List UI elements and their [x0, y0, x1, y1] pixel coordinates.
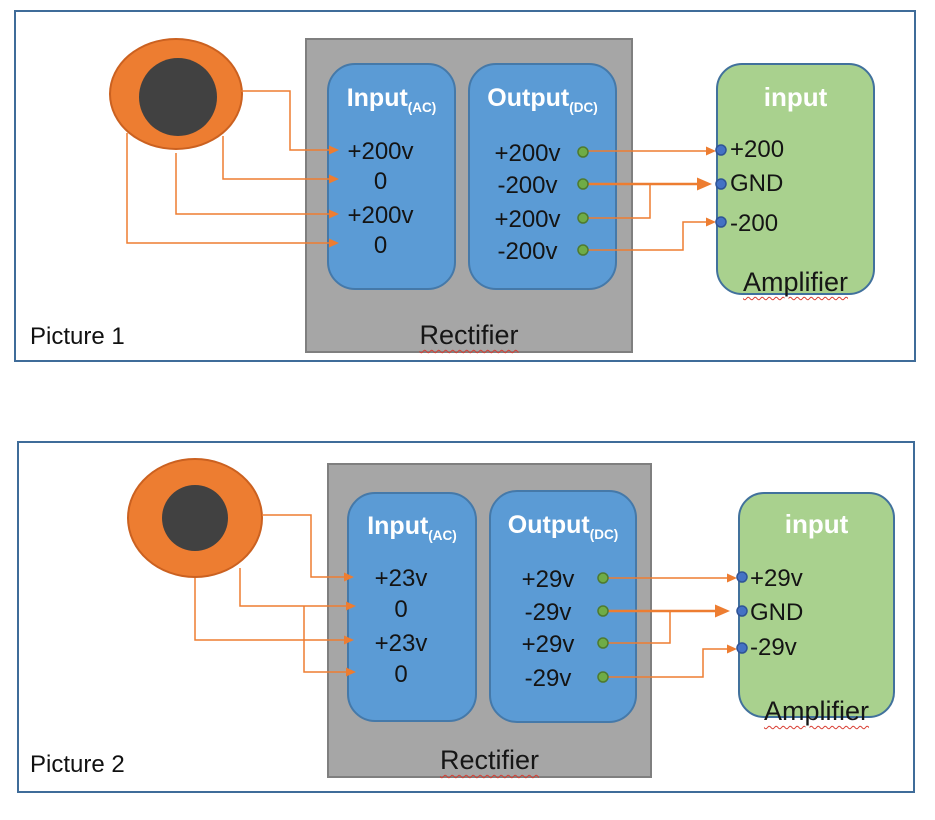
transformer-core	[139, 58, 217, 136]
output-dc-panel-title: Output(DC)	[491, 510, 635, 542]
panel-title-text: Output	[507, 511, 590, 539]
voltage-row: +200v	[347, 138, 414, 165]
panel-title-subscript: (AC)	[428, 528, 457, 543]
transformer-coil	[127, 458, 263, 578]
voltage-row: 0	[373, 232, 388, 259]
amplifier-box: input +200 GND -200 Amplifier	[716, 63, 875, 297]
input-ac-panel-title: Input(AC)	[349, 511, 475, 543]
voltage-row: 0	[394, 661, 408, 688]
input-ac-panel: Input(AC) +200v 0 +200v 0	[327, 63, 456, 290]
amplifier-label: Amplifier	[718, 265, 873, 299]
amp-terminal-label: -29v	[750, 634, 797, 661]
amp-terminal-label: -200	[730, 210, 779, 237]
voltage-row: +23v	[374, 565, 428, 592]
picture-label: Picture 1	[30, 323, 125, 350]
voltage-row: -200v	[497, 172, 558, 199]
voltage-row: 0	[373, 168, 388, 195]
amp-terminal-label: +29v	[750, 565, 803, 592]
voltage-row: 0	[394, 596, 408, 623]
voltage-row: +29v	[521, 566, 575, 593]
panel-title-text: Output	[487, 84, 570, 112]
amplifier-input-title: input	[784, 509, 849, 539]
rectifier-label: Rectifier	[307, 318, 631, 352]
voltage-row: +29v	[521, 631, 575, 658]
rectifier-label: Rectifier	[329, 743, 650, 777]
output-dc-panel: Output(DC) +200v -200v +200v -200v	[468, 63, 617, 290]
amp-terminal-label: +200	[730, 136, 785, 163]
picture-label: Picture 2	[30, 751, 125, 778]
amplifier-label-text: Amplifier	[742, 267, 849, 297]
rectifier-label-text: Rectifier	[419, 320, 519, 350]
rectifier-label-text: Rectifier	[439, 745, 540, 775]
amp-terminal-label: GND	[750, 599, 804, 626]
amplifier-label-text: Amplifier	[763, 696, 870, 726]
panel-title-subscript: (DC)	[589, 527, 619, 542]
panel-title-subscript: (DC)	[569, 100, 598, 115]
transformer-core	[162, 485, 228, 551]
amplifier-label: Amplifier	[740, 694, 893, 728]
voltage-row: +23v	[374, 630, 428, 657]
output-dc-panel-title: Output(DC)	[470, 83, 615, 115]
output-dc-panel: Output(DC) +29v -29v +29v -29v	[489, 490, 637, 723]
voltage-row: -29v	[524, 599, 572, 626]
amplifier-input-title: input	[763, 82, 828, 112]
voltage-row: -200v	[497, 238, 558, 265]
panel-title-subscript: (AC)	[407, 100, 437, 115]
input-ac-panel-title: Input(AC)	[329, 83, 454, 115]
voltage-row: +200v	[347, 202, 414, 229]
amplifier-box: input +29v GND -29v Amplifier	[738, 492, 895, 726]
input-ac-panel: Input(AC) +23v 0 +23v 0	[347, 492, 477, 722]
amp-terminal-label: GND	[730, 170, 784, 197]
voltage-row: +200v	[494, 206, 561, 233]
panel-title-text: Input	[346, 84, 408, 112]
panel-title-text: Input	[367, 512, 429, 540]
voltage-row: +200v	[494, 140, 561, 167]
voltage-row: -29v	[524, 665, 572, 692]
